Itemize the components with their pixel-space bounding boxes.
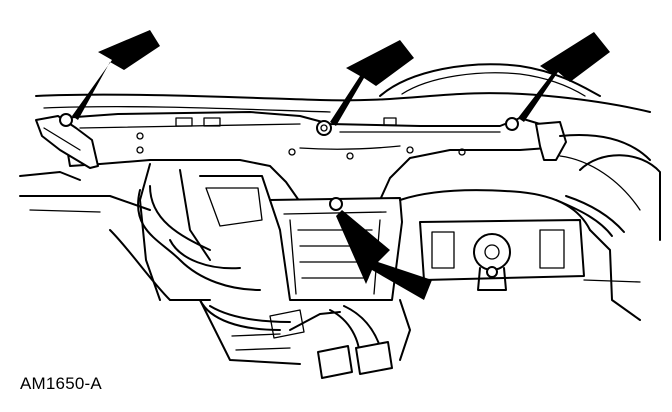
steering-column-mount	[399, 189, 641, 321]
fasteners	[59, 113, 519, 211]
arrow-center	[330, 40, 414, 126]
wiring-harness	[137, 185, 625, 379]
fastener-lower	[329, 197, 343, 211]
cross-car-beam	[61, 111, 549, 203]
arrow-lower	[336, 210, 432, 300]
arrow-right	[518, 32, 610, 122]
left-bracket	[19, 115, 151, 213]
left-duct-housing	[109, 163, 271, 301]
fastener-left	[59, 113, 73, 127]
arrow-left	[72, 30, 160, 120]
fastener-right	[505, 117, 519, 131]
right-bracket	[535, 121, 661, 241]
callout-arrows	[72, 30, 610, 300]
fastener-center	[316, 120, 332, 136]
lower-console	[199, 299, 411, 365]
figure-caption: AM1650-A	[20, 374, 102, 393]
